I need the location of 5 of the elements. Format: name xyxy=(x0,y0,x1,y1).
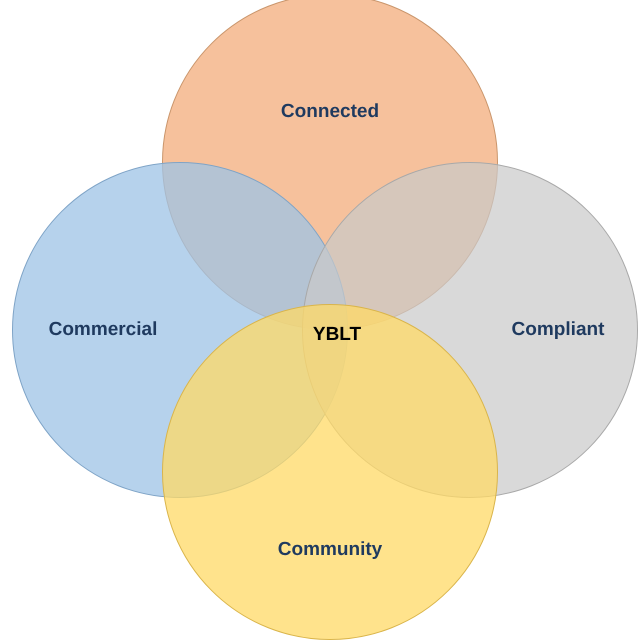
circle-label: Connected xyxy=(280,100,380,124)
circle-label: Community xyxy=(278,538,382,562)
circle-label: Commercial xyxy=(48,318,158,342)
circle-label: Compliant xyxy=(512,318,604,342)
center-label: YBLT xyxy=(312,322,362,347)
